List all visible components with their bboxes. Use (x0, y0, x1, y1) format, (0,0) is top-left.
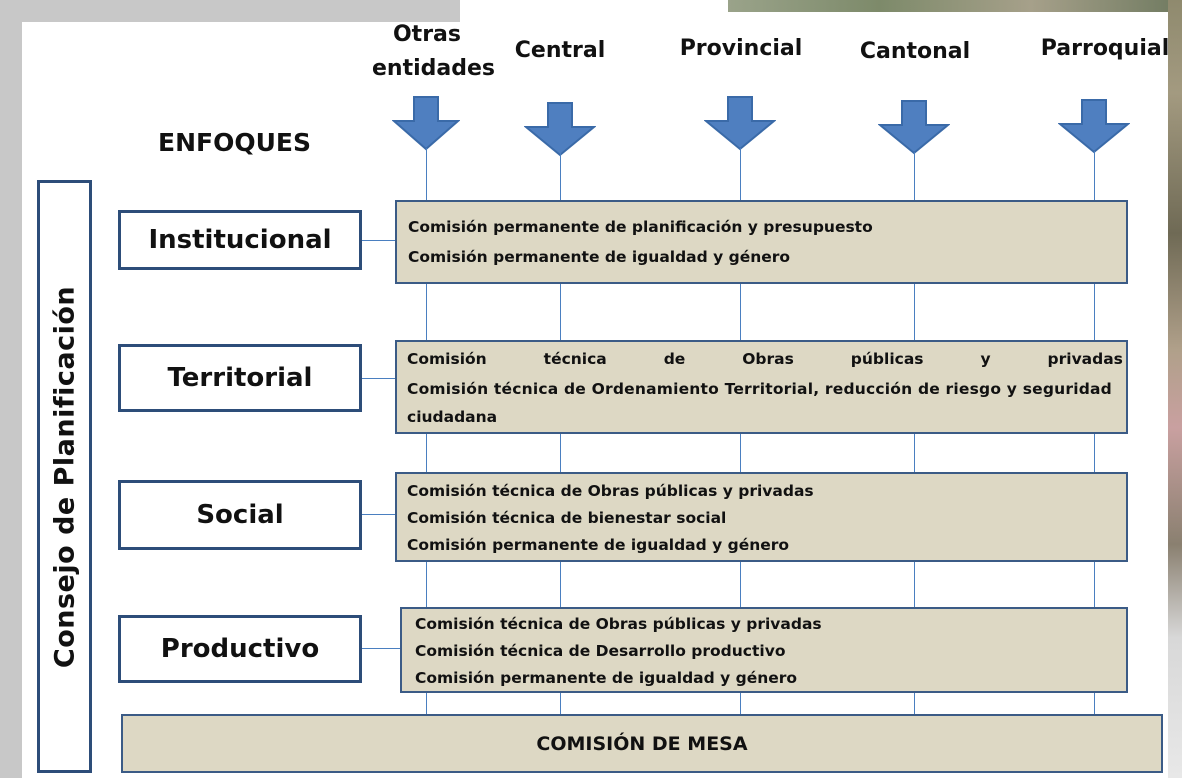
column-label-central: Central (514, 38, 606, 63)
down-arrow-icon (392, 96, 460, 151)
commission-item: Comisión permanente de igualdad y género (407, 536, 790, 554)
enfoque-productivo: Productivo (118, 615, 362, 683)
commission-item: ciudadana (407, 408, 498, 426)
connector-line (362, 378, 396, 379)
commission-item: Comisión permanente de igualdad y género (408, 248, 791, 266)
enfoque-territorial: Territorial (118, 344, 362, 412)
commission-item: Comisión técnica de Ordenamiento Territo… (407, 380, 1112, 398)
down-arrow-icon (878, 100, 950, 155)
comision-de-mesa-box: COMISIÓN DE MESA (121, 714, 1163, 773)
down-arrow-icon (704, 96, 776, 151)
connector-line (362, 514, 396, 515)
column-label-otras-entidades: Otras entidades (372, 22, 495, 81)
commission-box-social: Comisión técnica de Obras públicas y pri… (395, 472, 1128, 562)
background-left-edge (0, 0, 22, 778)
commission-item: Comisión técnica de bienestar social (407, 509, 727, 527)
column-label-provincial: Provincial (679, 36, 803, 61)
enfoque-social: Social (118, 480, 362, 550)
background-right-edge (1168, 0, 1182, 778)
column-label-parroquial: Parroquial (1040, 36, 1170, 61)
commission-box-institucional: Comisión permanente de planificación y p… (395, 200, 1128, 284)
consejo-de-planificacion-box: Consejo de Planificación (37, 180, 92, 773)
commission-item: Comisión permanente de planificación y p… (408, 218, 873, 236)
commission-item: Comisión técnica de Obras públicas y pri… (415, 615, 822, 633)
column-label-cantonal: Cantonal (859, 39, 971, 64)
background-top-left (0, 0, 460, 22)
commission-box-productivo: Comisión técnica de Obras públicas y pri… (400, 607, 1128, 693)
commission-item: Comisión permanente de igualdad y género (415, 669, 798, 687)
down-arrow-icon (524, 102, 596, 157)
commission-item: Comisión técnica de Obras públicas y pri… (407, 482, 814, 500)
down-arrow-icon (1058, 99, 1130, 154)
enfoques-heading: ENFOQUES (158, 128, 311, 157)
enfoque-institucional: Institucional (118, 210, 362, 270)
consejo-label: Consejo de Planificación (49, 285, 80, 668)
connector-line (362, 240, 396, 241)
background-top-right (728, 0, 1182, 12)
connector-line (362, 648, 400, 649)
commission-item: Comisión técnica de Desarrollo productiv… (415, 642, 786, 660)
